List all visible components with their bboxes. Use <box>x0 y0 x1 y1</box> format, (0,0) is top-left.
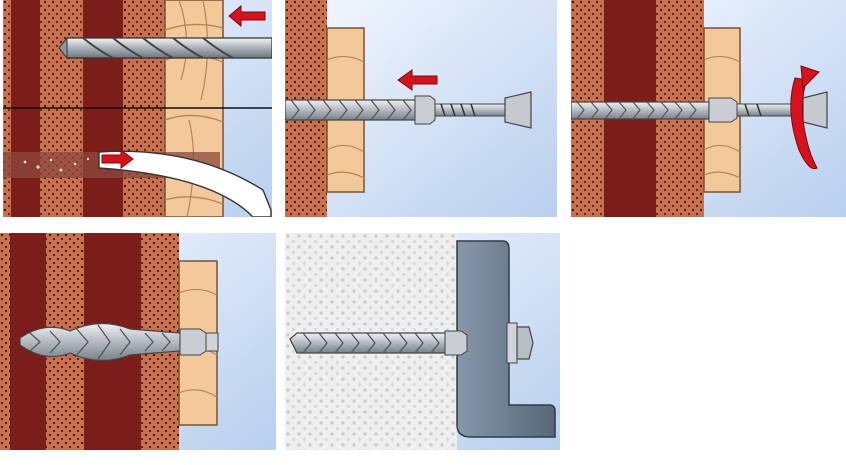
push-arrow-icon <box>397 69 438 91</box>
step-concrete-fixing-panel <box>285 233 560 450</box>
frame-anchor-icon <box>19 322 219 362</box>
rotate-arrow-icon <box>790 77 818 170</box>
frame-anchor-icon <box>571 91 828 129</box>
drill-bit-icon <box>58 36 272 60</box>
push-arrow-icon <box>101 149 134 169</box>
step-tighten-screw-panel <box>571 0 846 217</box>
step-drill-hole-panel <box>3 0 272 217</box>
step-expanded-anchor-panel <box>0 233 276 450</box>
hex-bolt-anchor-icon <box>289 322 534 364</box>
push-arrow-icon <box>228 4 266 28</box>
frame-anchor-icon <box>285 91 532 129</box>
steel-angle-bracket <box>456 240 556 438</box>
blow-out-pump-tube <box>98 150 272 217</box>
step-insert-anchor-panel <box>285 0 557 217</box>
rotate-arrow-head <box>800 65 820 90</box>
